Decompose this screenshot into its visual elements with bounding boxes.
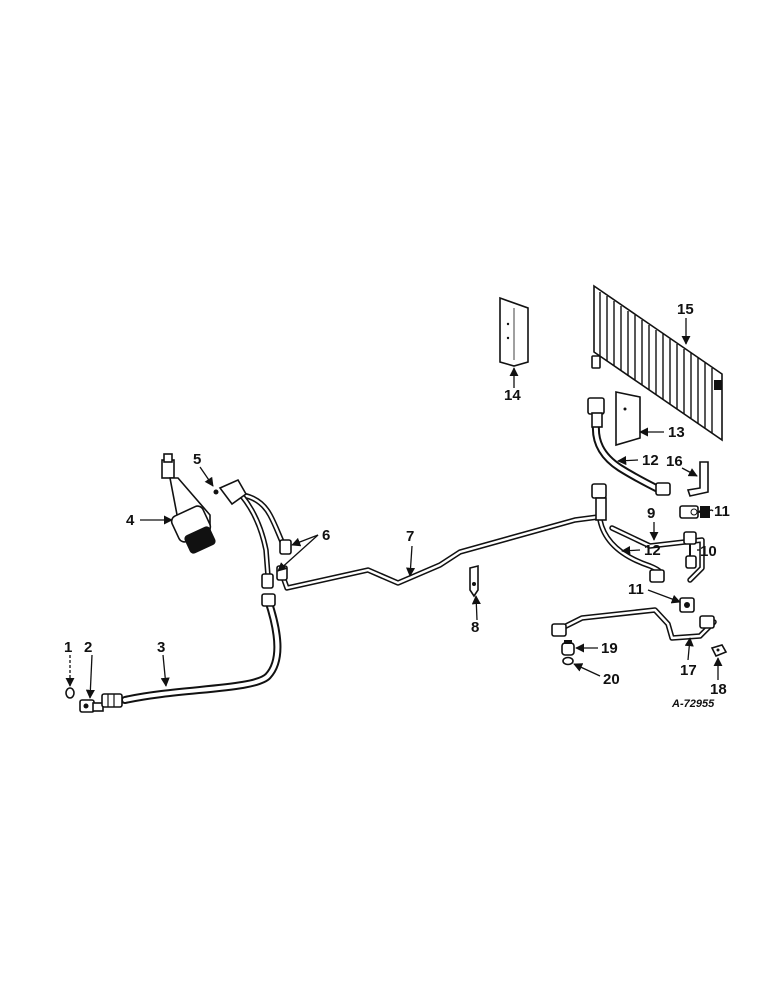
callout-16: 16 (666, 453, 683, 470)
part-13-shield (615, 391, 641, 447)
callout-9: 9 (647, 505, 655, 522)
part-1-o-ring (65, 687, 75, 699)
part-6-tube-fittings (218, 478, 292, 589)
callout-20: 20 (603, 671, 620, 688)
part-15-cooler (591, 284, 723, 442)
part-14-plate (499, 296, 529, 367)
part-2-elbow-fitting (79, 699, 104, 713)
callout-4: 4 (126, 512, 135, 529)
part-3-hose (101, 593, 282, 708)
callout-11-upper: 11 (714, 503, 730, 520)
part-9-tube (591, 483, 705, 583)
callout-5: 5 (193, 451, 201, 468)
part-5-pin (213, 489, 219, 495)
callout-19: 19 (601, 640, 618, 657)
part-4-filter-cylinder (161, 453, 216, 554)
callout-14: 14 (504, 387, 521, 404)
callout-10: 10 (700, 543, 717, 560)
part-8-clip (469, 564, 479, 598)
callout-13: 13 (668, 424, 685, 441)
callout-labels: 1 2 3 4 5 6 7 8 9 10 11 11 12 12 13 14 1… (64, 301, 730, 710)
part-11-tee-upper (679, 505, 710, 519)
callout-12-upper: 12 (642, 452, 659, 469)
part-16-bracket (686, 461, 709, 497)
callout-6: 6 (322, 527, 330, 544)
callout-15: 15 (677, 301, 694, 318)
callout-8: 8 (471, 619, 479, 636)
callout-2: 2 (84, 639, 92, 656)
callout-12-lower: 12 (644, 542, 661, 559)
callout-3: 3 (157, 639, 165, 656)
part-11-tee-lower (679, 597, 695, 613)
part-10-fitting (683, 531, 697, 569)
callout-11-lower: 11 (628, 581, 644, 598)
part-12-hose-upper (587, 397, 671, 496)
part-17-tube (551, 607, 717, 641)
callout-7: 7 (406, 528, 414, 545)
callout-18: 18 (710, 681, 727, 698)
drawing-number: A-72955 (671, 698, 715, 710)
leader-lines (65, 318, 723, 699)
part-18-clip (710, 644, 728, 658)
callout-17: 17 (680, 662, 697, 679)
part-19-fitting (561, 640, 575, 656)
part-20-o-ring (562, 656, 574, 666)
callout-1: 1 (64, 639, 72, 656)
